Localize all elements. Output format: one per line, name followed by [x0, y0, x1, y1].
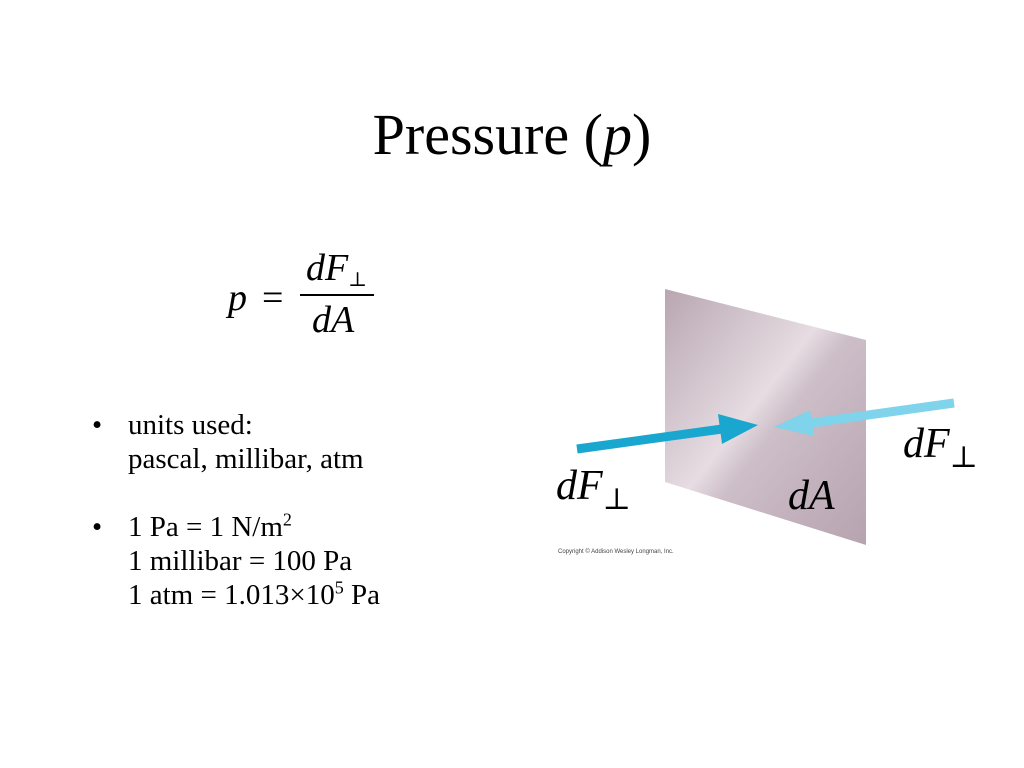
label-force-left: dF⊥ [556, 462, 631, 516]
conversion-pa-exp: 2 [282, 509, 292, 530]
formula-lhs: p [228, 277, 247, 319]
area-plate [665, 289, 866, 545]
numerator-perp: ⊥ [348, 269, 368, 291]
label-force-right-perp: ⊥ [949, 441, 978, 474]
conversion-atm-exp: 5 [334, 577, 344, 598]
slide-title: Pressure (p) [0, 100, 1024, 170]
conversion-atm-unit: Pa [343, 579, 380, 611]
arrow-left-head [718, 414, 758, 444]
bullet-units: • units used: pascal, millibar, atm [92, 408, 512, 476]
fraction-bar [300, 294, 374, 296]
label-force-right: dF⊥ [903, 420, 978, 474]
label-force-left-perp: ⊥ [602, 483, 631, 516]
bullet-conversions: • 1 Pa = 1 N/m2 1 millibar = 100 Pa 1 at… [92, 510, 512, 612]
bullet-list: • units used: pascal, millibar, atm • 1 … [92, 408, 512, 646]
bullet-units-line1: units used: [128, 409, 253, 441]
conversion-pa: 1 Pa = 1 N/m2 [128, 510, 512, 544]
formula-equals: = [262, 277, 284, 319]
pressure-diagram [576, 289, 955, 545]
arrow-right-shaft [803, 398, 955, 429]
conversion-atm: 1 atm = 1.013×105 Pa [128, 578, 512, 612]
pressure-formula: p = dF⊥ dA [228, 246, 388, 346]
arrow-left-shaft [576, 424, 723, 454]
bullet-dot: • [92, 511, 103, 543]
copyright-text: Copyright © Addison Wesley Longman, Inc. [558, 549, 674, 555]
bullet-dot: • [92, 409, 103, 441]
numerator-text: dF [306, 247, 349, 289]
bullet-units-line2: pascal, millibar, atm [128, 443, 364, 475]
title-text: Pressure ( [372, 102, 603, 167]
arrow-right-head [774, 410, 814, 436]
title-close: ) [632, 102, 652, 167]
formula-denominator: dA [312, 299, 355, 341]
label-force-left-text: dF [556, 463, 603, 509]
title-variable: p [603, 102, 632, 167]
label-area: dA [788, 473, 835, 519]
conversion-millibar: 1 millibar = 100 Pa [128, 545, 353, 577]
conversion-pa-text: 1 Pa = 1 N/m [128, 511, 283, 543]
conversion-atm-text: 1 atm = 1.013×10 [128, 579, 335, 611]
label-force-right-text: dF [903, 421, 950, 467]
formula-numerator: dF⊥ [306, 246, 368, 291]
